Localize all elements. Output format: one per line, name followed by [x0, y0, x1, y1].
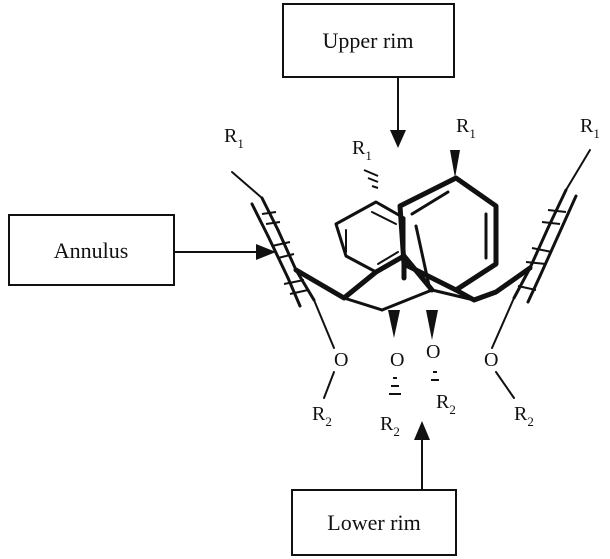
oxygen-label: O	[334, 349, 348, 371]
annulus-arrow	[173, 244, 276, 260]
annulus-callout: Annulus	[8, 214, 175, 286]
lower-rim-arrow	[414, 421, 430, 491]
left-aryl-ring	[231, 171, 316, 308]
annulus-label: Annulus	[54, 238, 129, 263]
oxygen-label: O	[426, 341, 440, 363]
upper-rim-label: Upper rim	[322, 28, 413, 53]
lower-rim-callout: Lower rim	[291, 489, 457, 556]
upper-rim-bonds	[363, 150, 460, 189]
calixarene-structure	[231, 149, 591, 399]
oxygen-label: O	[390, 349, 404, 371]
upper-rim-arrow	[390, 76, 406, 148]
right-aryl-ring	[512, 149, 591, 304]
lower-rim-oxygens: O O O O	[334, 341, 498, 371]
lower-rim-box	[291, 489, 457, 556]
r2-label: R2	[514, 403, 534, 429]
upper-rim-substituents: R1 R1 R1 R1	[224, 115, 600, 163]
lower-rim-substituents: R2 R2 R2 R2	[312, 391, 534, 439]
upper-rim-box	[282, 3, 455, 78]
r2-label: R2	[436, 391, 456, 417]
lower-rim-label: Lower rim	[327, 510, 420, 535]
annulus-box	[8, 214, 175, 286]
r2-label: R2	[312, 403, 332, 429]
r1-label: R1	[224, 125, 244, 151]
back-right-aryl-ring	[397, 175, 499, 293]
r1-label: R1	[580, 115, 600, 141]
r1-label: R1	[456, 115, 476, 141]
r2-label: R2	[380, 413, 400, 439]
upper-rim-callout: Upper rim	[282, 3, 455, 78]
methylene-bridges	[293, 224, 533, 312]
lower-rim-bonds	[313, 297, 515, 399]
oxygen-label: O	[484, 349, 498, 371]
r1-label: R1	[352, 137, 372, 163]
